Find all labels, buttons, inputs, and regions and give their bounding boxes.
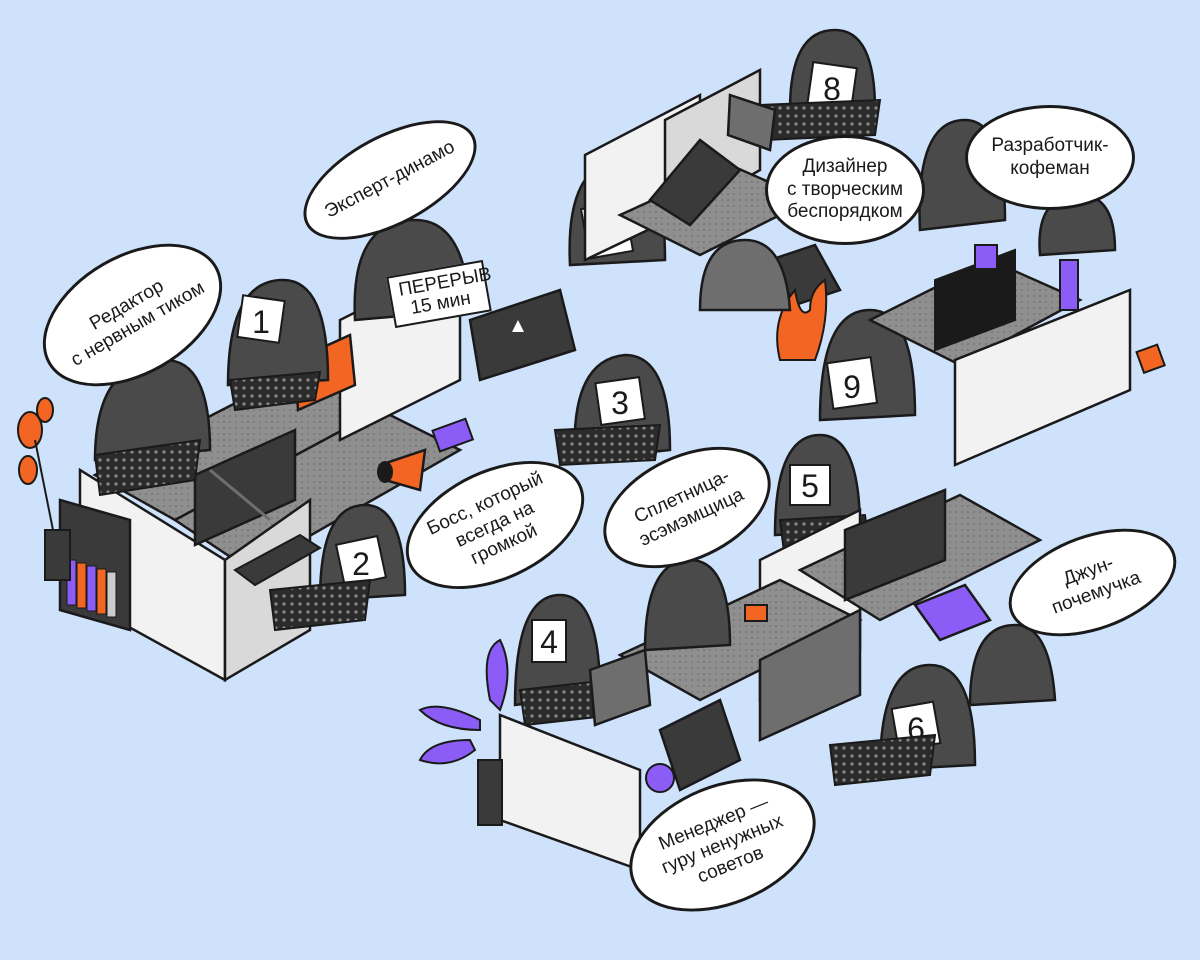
chair-junior	[968, 623, 1057, 707]
chair-6: 6	[828, 663, 977, 787]
svg-text:3: 3	[611, 385, 629, 421]
chair-designer	[698, 238, 792, 312]
desk-2	[172, 408, 463, 572]
partition	[498, 713, 642, 872]
purple-plant	[418, 638, 509, 826]
chair-editor	[93, 358, 212, 497]
purple-ball	[645, 763, 675, 793]
svg-text:2: 2	[352, 546, 370, 582]
laptop-7	[648, 138, 742, 227]
laptop-manager	[658, 698, 742, 792]
orange-plant	[17, 397, 71, 581]
svg-text:9: 9	[843, 369, 861, 405]
monitor-6	[758, 607, 862, 742]
chair-number: 1	[252, 304, 270, 340]
left-desk-cluster	[17, 218, 577, 683]
chair-3: 3	[553, 353, 672, 467]
chair-1: 1	[226, 278, 330, 412]
laptop-4	[588, 648, 652, 727]
svg-text:5: 5	[801, 468, 819, 504]
keyboard	[233, 533, 322, 587]
partition	[953, 288, 1132, 467]
monitor	[193, 428, 297, 547]
svg-text:8: 8	[823, 71, 841, 107]
chair-gossip	[643, 558, 732, 652]
svg-text:4: 4	[540, 624, 558, 660]
chair-8: 8	[758, 28, 882, 142]
coffee-cups	[974, 244, 1166, 375]
chair-2: 2	[268, 503, 407, 632]
chair-dev	[918, 118, 1117, 257]
top-right-desk-cluster	[583, 67, 1166, 467]
chair-9: 9	[818, 308, 917, 422]
megaphone	[377, 448, 427, 492]
monitor-5	[843, 488, 947, 602]
numbered-chairs: 1 2 3 4 5 6	[226, 28, 977, 787]
bottom-desk-cluster	[418, 488, 1057, 872]
laptop-gray	[468, 288, 577, 382]
laptop-8	[726, 93, 777, 152]
bubble-developer: Разработчик- кофеман	[965, 105, 1135, 210]
laptop-purple	[913, 583, 992, 642]
bubble-designer: Дизайнер с творческим беспорядком	[765, 135, 925, 245]
